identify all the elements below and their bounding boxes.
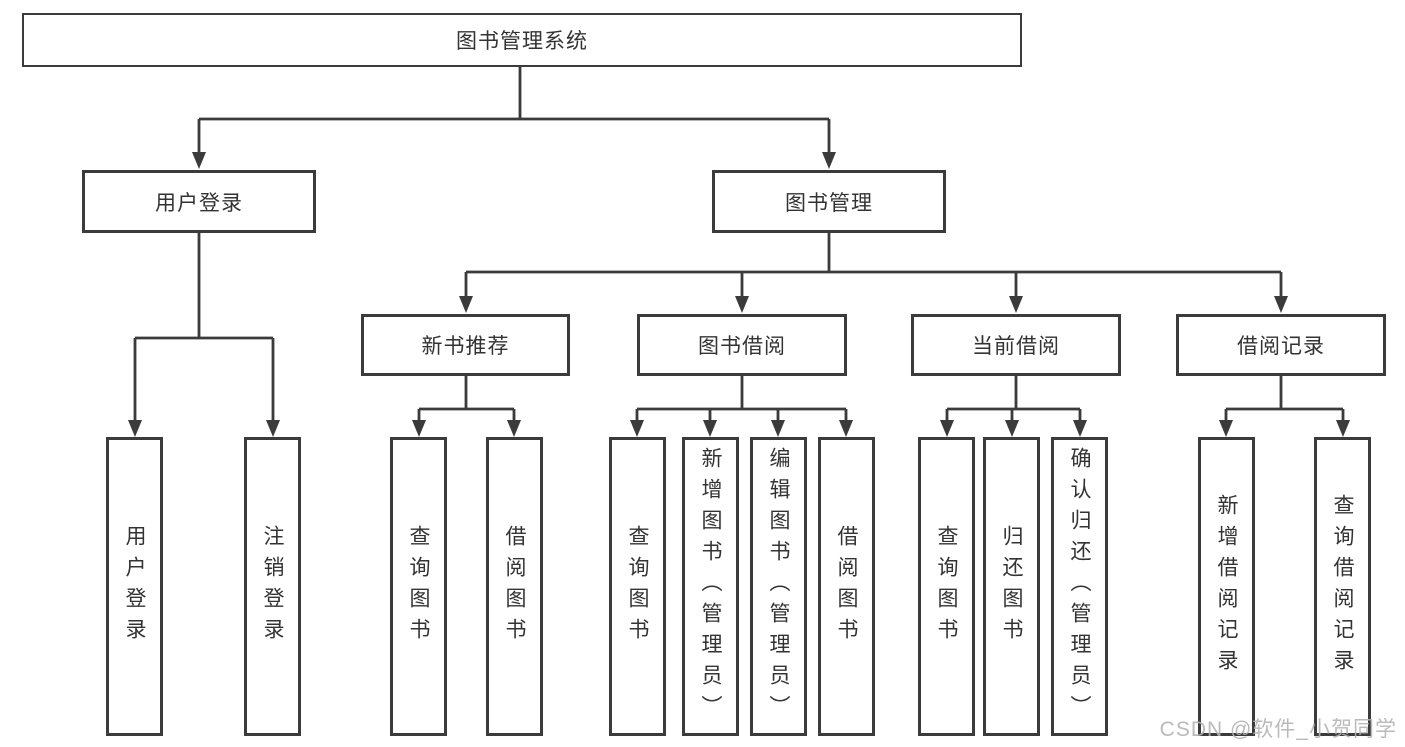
node-library-management-system: 图书管理系统 — [22, 13, 1022, 67]
node-new-book-recommend: 新书推荐 — [361, 314, 570, 376]
leaf-label: 新增图书（管理员） — [699, 447, 722, 726]
leaf-label: 查询图书 — [407, 524, 430, 649]
watermark: CSDN @软件_小贺同学 — [1159, 718, 1397, 741]
leaf-label: 注销登录 — [261, 524, 284, 649]
leaf-label: 借阅图书 — [503, 524, 526, 649]
leaf-query-borrow-record: 查询借阅记录 — [1314, 437, 1371, 736]
leaf-borrow-books: 借阅图书 — [818, 437, 875, 736]
leaf-borrow-books-recommend: 借阅图书 — [486, 437, 543, 736]
leaf-add-books-admin: 新增图书（管理员） — [682, 437, 739, 736]
leaf-user-login: 用户登录 — [106, 437, 163, 736]
node-book-borrow: 图书借阅 — [637, 314, 847, 376]
leaf-query-books-recommend: 查询图书 — [390, 437, 447, 736]
node-label: 图书借阅 — [698, 335, 786, 358]
leaf-label: 查询借阅记录 — [1331, 493, 1354, 680]
node-borrow-records: 借阅记录 — [1176, 314, 1386, 376]
leaf-label: 用户登录 — [123, 524, 146, 649]
leaf-label: 查询图书 — [626, 524, 649, 649]
leaf-label: 编辑图书（管理员） — [767, 447, 790, 726]
leaf-return-books: 归还图书 — [983, 437, 1040, 736]
node-label: 图书管理 — [785, 191, 873, 215]
leaf-label: 新增借阅记录 — [1215, 493, 1238, 680]
leaf-label: 查询图书 — [935, 524, 958, 649]
node-label: 用户登录 — [155, 191, 243, 215]
leaf-add-borrow-record: 新增借阅记录 — [1198, 437, 1255, 736]
leaf-edit-books-admin: 编辑图书（管理员） — [750, 437, 807, 736]
node-label: 图书管理系统 — [456, 30, 588, 53]
leaf-logout: 注销登录 — [244, 437, 301, 736]
leaf-query-books-current: 查询图书 — [918, 437, 975, 736]
node-current-borrow: 当前借阅 — [911, 314, 1121, 376]
leaf-query-books-borrow: 查询图书 — [609, 437, 666, 736]
node-user-login: 用户登录 — [82, 170, 316, 233]
leaf-label: 归还图书 — [1000, 524, 1023, 649]
leaf-confirm-return-admin: 确认归还（管理员） — [1051, 437, 1108, 736]
node-label: 当前借阅 — [972, 335, 1060, 358]
leaf-label: 借阅图书 — [835, 524, 858, 649]
leaf-label: 确认归还（管理员） — [1068, 447, 1091, 726]
node-book-management: 图书管理 — [712, 170, 946, 233]
node-label: 新书推荐 — [421, 335, 510, 358]
node-label: 借阅记录 — [1237, 335, 1325, 358]
